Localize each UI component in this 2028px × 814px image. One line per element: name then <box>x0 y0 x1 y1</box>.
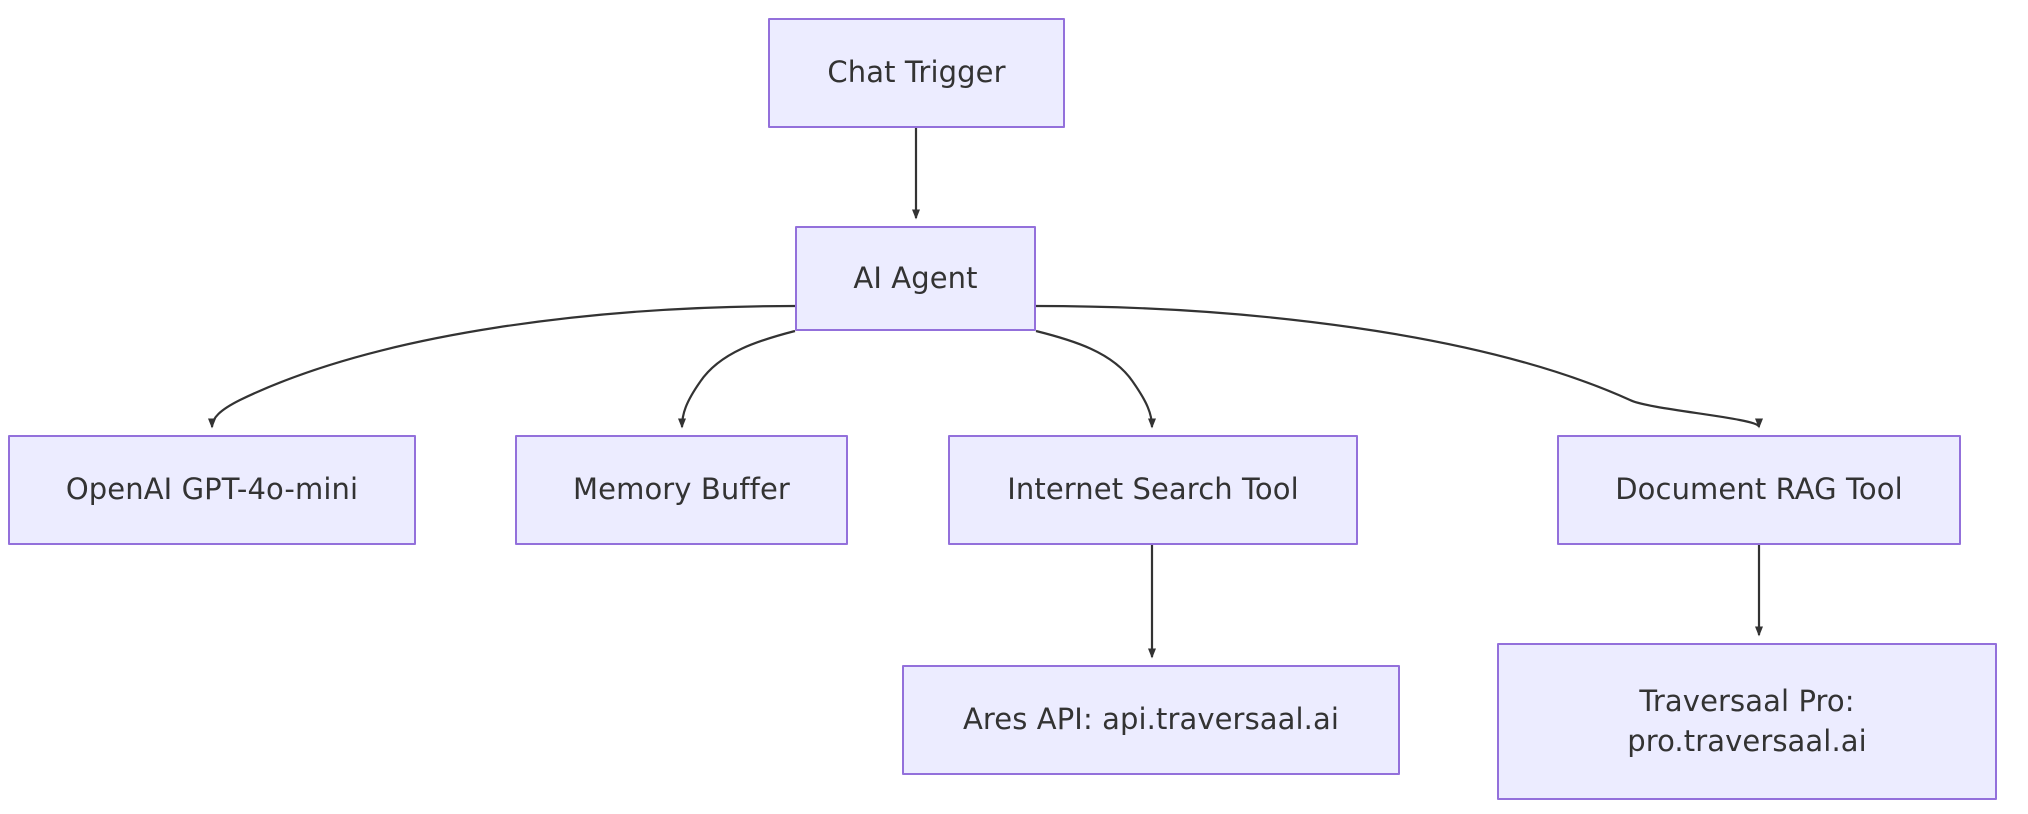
node-label-traversaal-pro: Traversaal Pro: pro.traversaal.ai <box>1627 684 1867 758</box>
edge-ai-agent-to-openai <box>208 304 796 429</box>
node-label-document-rag-tool: Document RAG Tool <box>1615 472 1903 507</box>
node-traversaal-pro[interactable]: Traversaal Pro: pro.traversaal.ai <box>1497 643 1997 800</box>
edge-ai-agent-to-search <box>1035 329 1156 429</box>
node-internet-search-tool[interactable]: Internet Search Tool <box>948 435 1358 545</box>
node-label-chat-trigger: Chat Trigger <box>827 55 1006 90</box>
node-label-ares-api: Ares API: api.traversaal.ai <box>962 702 1340 737</box>
edge-ai-agent-to-memory <box>678 329 796 429</box>
node-memory-buffer[interactable]: Memory Buffer <box>515 435 848 545</box>
node-ai-agent[interactable]: AI Agent <box>795 226 1036 331</box>
node-ares-api[interactable]: Ares API: api.traversaal.ai <box>902 665 1400 775</box>
node-openai-gpt-4o-mini[interactable]: OpenAI GPT-4o-mini <box>8 435 416 545</box>
node-chat-trigger[interactable]: Chat Trigger <box>768 18 1065 128</box>
node-label-internet-search-tool: Internet Search Tool <box>1007 472 1299 507</box>
node-document-rag-tool[interactable]: Document RAG Tool <box>1557 435 1961 545</box>
node-label-openai-gpt-4o-mini: OpenAI GPT-4o-mini <box>65 472 359 507</box>
node-label-memory-buffer: Memory Buffer <box>573 472 790 507</box>
edge-ai-agent-to-rag <box>1035 304 1763 429</box>
node-label-ai-agent: AI Agent <box>853 260 978 295</box>
